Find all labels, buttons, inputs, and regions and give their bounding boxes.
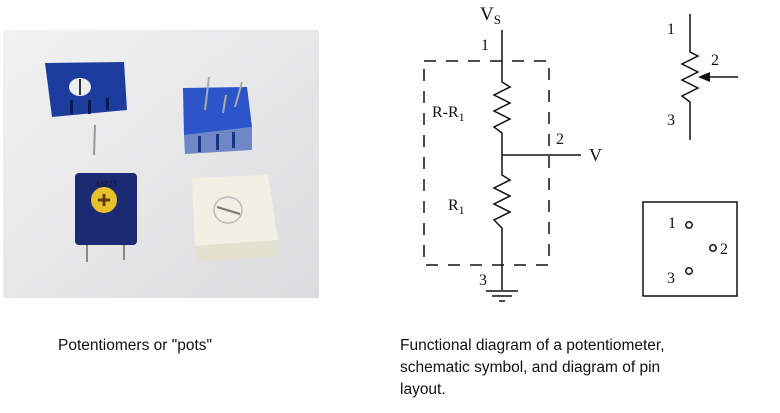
caption-line: layout.: [400, 381, 446, 398]
symbol-pin3-label: 3: [667, 112, 675, 129]
pin2-label: 2: [556, 131, 564, 148]
dark-blue-pot: 1T29Y: [75, 173, 137, 262]
svg-text:R1: R1: [448, 197, 465, 217]
resistor-divider: [492, 30, 512, 290]
pin-layout: [642, 201, 738, 297]
layout-pin2-label: 2: [720, 241, 728, 258]
pin3-label: 3: [479, 272, 487, 289]
layout-pin1-label: 1: [668, 215, 676, 232]
package-outline: [423, 60, 550, 266]
potentiometer-symbol: [680, 14, 738, 140]
r-upper-label: R-R: [432, 104, 459, 121]
r-lower-label: R: [448, 197, 459, 214]
vout-label: V: [589, 145, 602, 165]
white-pot: [192, 175, 278, 262]
blue-pot-pins-up: [183, 76, 252, 154]
pin1-label: 1: [481, 37, 489, 54]
potentiometer-photo: 1T29Y: [3, 30, 319, 298]
caption-line: schematic symbol, and diagram of pin: [400, 359, 661, 376]
layout-pin3-label: 3: [667, 270, 675, 287]
symbol-pin1-label: 1: [667, 21, 675, 38]
part-marking: 1T29Y: [94, 179, 117, 188]
svg-text:VS: VS: [480, 4, 501, 27]
svg-text:R-R1: R-R1: [432, 104, 465, 124]
caption-line: Functional diagram of a potentiometer,: [400, 337, 665, 354]
symbol-pin2-label: 2: [711, 52, 719, 69]
blue-pot-top-view: [45, 62, 127, 156]
functional-diagram: [423, 30, 581, 302]
vs-label: V: [480, 4, 494, 25]
ground-icon: [486, 290, 518, 302]
diagram-caption: Functional diagram of a potentiometer, s…: [400, 335, 665, 401]
photo-caption: Potentiomers or "pots": [58, 337, 213, 354]
